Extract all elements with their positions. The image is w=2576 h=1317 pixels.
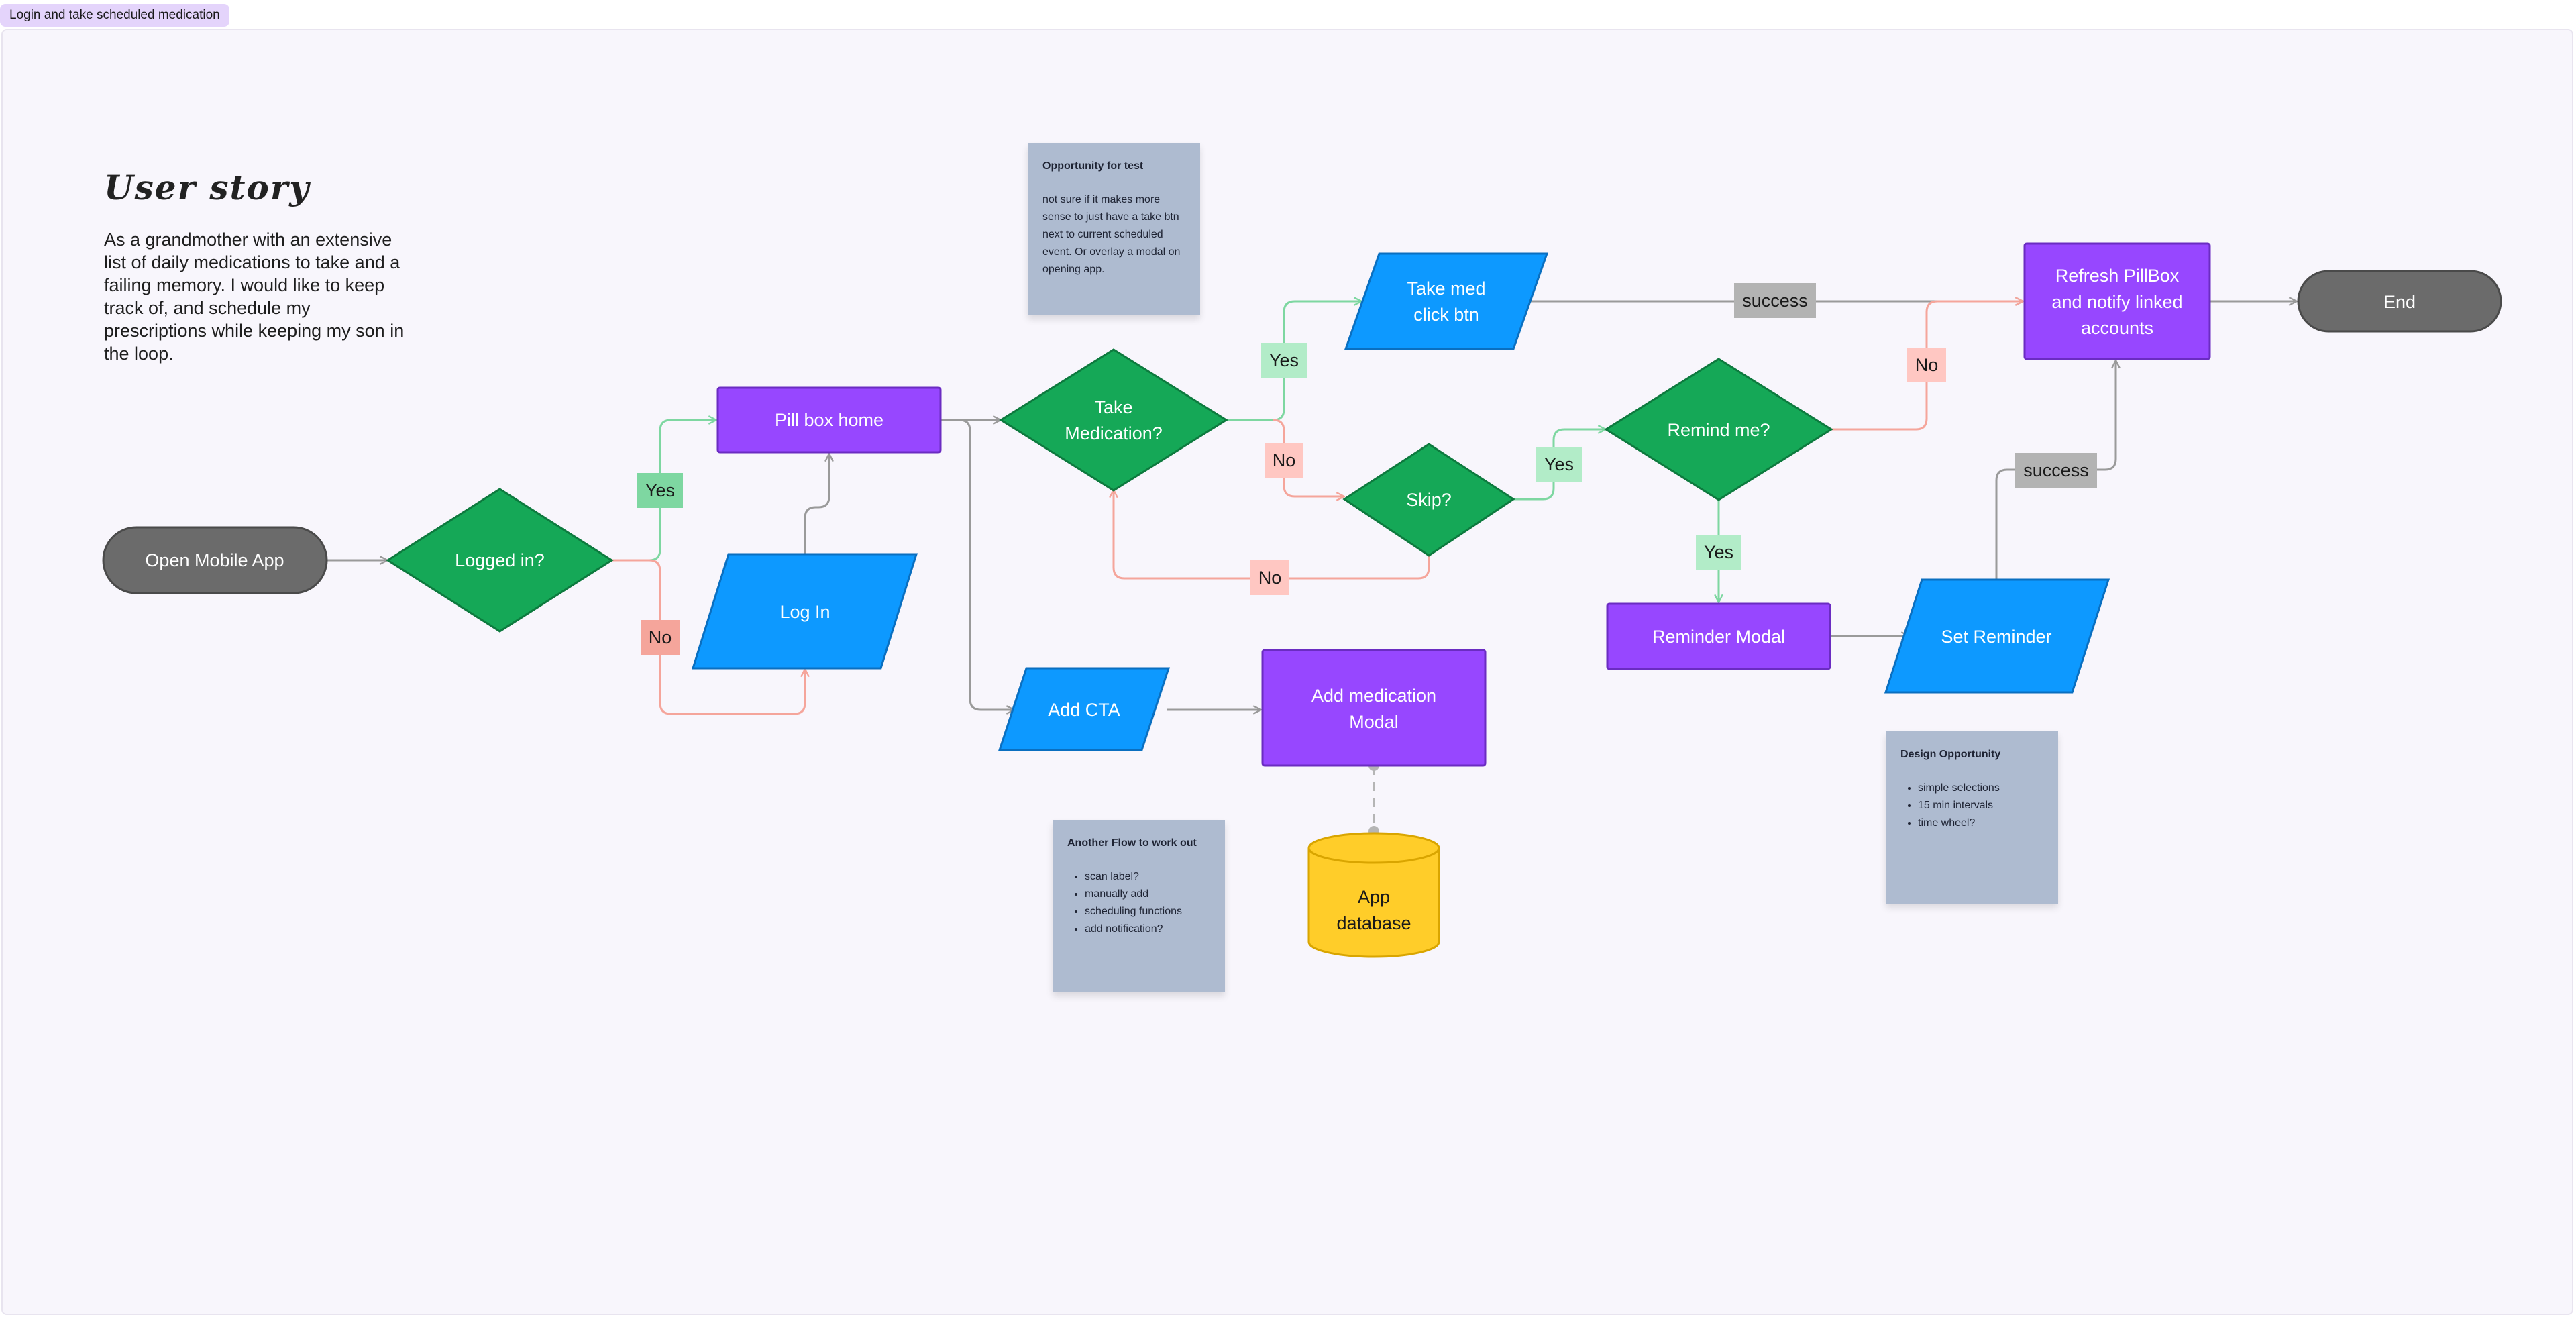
node-app-database[interactable]: App database [1307,832,1440,958]
no-label: No [1273,450,1296,470]
node-take-medication[interactable]: Take Medication? [999,348,1228,492]
add-medication-label: Add medication [1311,686,1436,706]
user-story-title: User story [104,168,311,207]
list-item: 15 min intervals [1918,797,2043,814]
sticky-list: simple selections 15 min intervals time … [1900,780,2043,832]
label-no-loggedin: No [641,620,680,655]
log-in-label: Log In [780,602,830,622]
node-add-medication-modal[interactable]: Add medication Modal [1261,649,1487,767]
take-medication-label: Take [1094,397,1132,417]
yes-label: Yes [1269,350,1299,370]
sticky-opportunity-for-test[interactable]: Opportunity for test not sure if it make… [1028,143,1200,315]
node-remind-me[interactable]: Remind me? [1604,358,1833,501]
node-set-reminder[interactable]: Set Reminder [1884,578,2110,694]
list-item: scheduling functions [1085,903,1210,920]
label-yes-remind: Yes [1696,535,1741,570]
sticky-title: Another Flow to work out [1067,837,1197,849]
edge-loggedin-no [612,559,805,715]
take-med-label: Take med [1407,278,1485,299]
sticky-title: Design Opportunity [1900,749,2001,760]
label-yes-loggedin: Yes [637,473,683,508]
take-med-label: click btn [1413,305,1479,325]
add-medication-label: Modal [1349,712,1399,732]
reminder-modal-label: Reminder Modal [1652,627,1785,647]
no-label: No [649,627,672,647]
list-item: scan label? [1085,868,1210,886]
yes-label: Yes [1704,542,1733,562]
node-logged-in[interactable]: Logged in? [386,488,614,633]
remind-me-label: Remind me? [1667,420,1770,440]
refresh-pillbox-label: accounts [2081,318,2153,338]
section-tag[interactable]: Login and take scheduled medication [0,4,229,27]
node-open-mobile-app[interactable]: Open Mobile App [102,526,328,594]
success-label: success [1742,291,1808,311]
edge-takemed-no [1273,419,1344,496]
list-item: time wheel? [1918,814,2043,832]
set-reminder-label: Set Reminder [1941,627,2051,647]
list-item: add notification? [1085,920,1210,938]
sticky-another-flow[interactable]: Another Flow to work out scan label? man… [1053,820,1225,992]
edge-login-to-pillbox [804,454,829,554]
node-take-med-click-btn[interactable]: Take med click btn [1344,252,1549,350]
pill-box-home-label: Pill box home [775,410,883,430]
sticky-title: Opportunity for test [1042,160,1144,172]
node-end[interactable]: End [2297,270,2502,333]
app-database-label: App [1358,887,1390,907]
node-pill-box-home[interactable]: Pill box home [716,386,942,454]
take-medication-label: Medication? [1065,423,1163,443]
yes-label: Yes [645,480,675,501]
sticky-design-opportunity[interactable]: Design Opportunity simple selections 15 … [1886,731,2058,904]
refresh-pillbox-label: and notify linked [2051,292,2182,312]
node-skip[interactable]: Skip? [1342,443,1515,557]
no-label: No [1258,568,1282,588]
list-item: simple selections [1918,780,2043,797]
node-log-in[interactable]: Log In [691,553,918,670]
no-label: No [1915,355,1939,375]
list-item: manually add [1085,886,1210,903]
sticky-list: scan label? manually add scheduling func… [1067,868,1210,938]
yes-label: Yes [1544,454,1574,474]
node-refresh-pillbox[interactable]: Refresh PillBox and notify linked accoun… [2023,242,2211,360]
user-story-body: As a grandmother with an extensive list … [104,229,405,364]
label-no-remind: No [1907,348,1946,382]
success-label: success [2023,460,2089,480]
label-yes-skip: Yes [1536,447,1582,482]
node-add-cta[interactable]: Add CTA [998,667,1171,751]
node-reminder-modal[interactable]: Reminder Modal [1606,602,1831,670]
edge-pillbox-to-addcta [941,419,1014,710]
label-no-skip: No [1250,560,1289,595]
label-yes-takemed: Yes [1261,343,1307,378]
label-success-setreminder: success [2015,453,2097,488]
app-database-label: database [1336,913,1411,933]
open-mobile-app-label: Open Mobile App [145,550,284,570]
sticky-body: not sure if it makes more sense to just … [1042,194,1181,275]
refresh-pillbox-label: Refresh PillBox [2055,266,2180,286]
logged-in-label: Logged in? [455,550,545,570]
label-success-takemed: success [1734,283,1816,318]
label-no-takemed: No [1265,443,1303,478]
add-cta-label: Add CTA [1048,700,1120,720]
skip-label: Skip? [1406,490,1452,510]
end-label: End [2383,292,2416,312]
